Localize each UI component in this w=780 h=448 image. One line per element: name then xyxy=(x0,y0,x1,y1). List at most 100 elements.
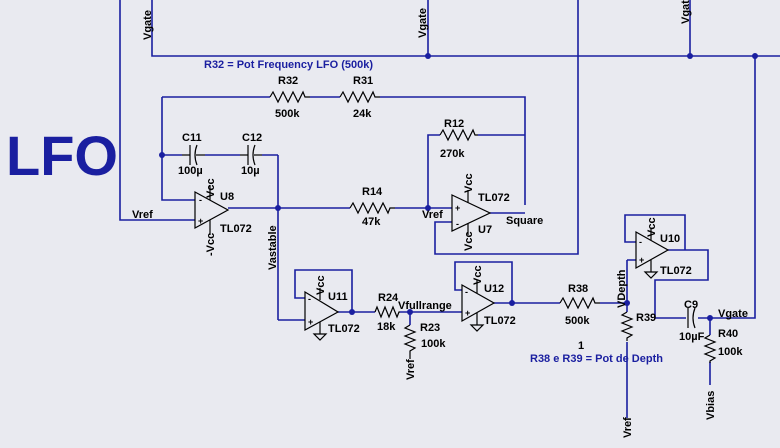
u7-model: TL072 xyxy=(478,192,510,204)
net-vgate-c9: Vgate xyxy=(718,308,748,320)
net-vgate-2: Vgate xyxy=(417,8,429,38)
resistor-r32 xyxy=(269,90,310,104)
resistor-r24 xyxy=(374,305,400,319)
r40-name: R40 xyxy=(718,328,738,340)
u7-name: U7 xyxy=(478,224,492,236)
r31-name: R31 xyxy=(353,75,373,87)
svg-text:+: + xyxy=(639,255,644,265)
wire-u7-loop xyxy=(434,0,579,255)
wire-vgate-down xyxy=(710,56,756,319)
u10-name: U10 xyxy=(660,233,680,245)
svg-text:+: + xyxy=(198,216,203,226)
net-vref-u8: Vref xyxy=(132,209,153,221)
opamps: - + + - - + - + xyxy=(194,185,670,341)
r14-name: R14 xyxy=(362,186,383,198)
r31-value: 24k xyxy=(353,108,372,120)
svg-text:+: + xyxy=(465,308,470,318)
resistor-r31 xyxy=(339,90,380,104)
net-vbias: Vbias xyxy=(705,391,717,420)
opamp-u7: + - xyxy=(451,190,492,235)
u12-model: TL072 xyxy=(484,315,516,327)
r24-value: 18k xyxy=(377,321,396,333)
resistor-r14 xyxy=(349,201,395,215)
svg-text:+: + xyxy=(308,317,313,327)
net-vref-r23: Vref xyxy=(405,359,417,380)
resistor-r39 xyxy=(620,311,634,341)
u8-neg-vcc: -Vcc xyxy=(205,233,217,256)
wire-u11-fb xyxy=(294,269,353,312)
svg-text:-: - xyxy=(639,237,642,247)
r23-name: R23 xyxy=(420,322,440,334)
wire-vref-left xyxy=(119,0,195,221)
u10-model: TL072 xyxy=(660,265,692,277)
wire-u10 xyxy=(624,214,686,261)
r12-value: 270k xyxy=(440,148,465,160)
u7-vcc-lower: Vcc xyxy=(463,231,475,251)
svg-text:-: - xyxy=(308,294,311,304)
svg-text:-: - xyxy=(199,195,202,205)
r38-name: R38 xyxy=(568,283,588,295)
net-square: Square xyxy=(506,215,543,227)
u7-vcc: Vcc xyxy=(463,173,475,193)
opamp-u8: - + xyxy=(194,185,230,235)
u10-vcc: Vcc xyxy=(646,217,658,237)
opamp-u12: - + xyxy=(461,280,496,332)
capacitor-c12 xyxy=(240,144,262,166)
r40-value: 100k xyxy=(718,346,743,358)
resistors xyxy=(269,90,717,363)
r23-value: 100k xyxy=(421,338,446,350)
r39-name: R39 xyxy=(636,312,656,324)
wire-u12-fb xyxy=(454,261,513,303)
r14-value: 47k xyxy=(362,216,381,228)
wire-r12 xyxy=(427,134,525,208)
wires xyxy=(119,0,780,418)
net-vdepth: VDepth xyxy=(616,269,628,308)
wire-vgate-bus xyxy=(151,0,780,57)
resistor-r12 xyxy=(439,128,478,142)
capacitor-c9 xyxy=(687,307,696,329)
svg-text:+: + xyxy=(455,203,460,213)
u11-name: U11 xyxy=(328,291,348,303)
r32-name: R32 xyxy=(278,75,298,87)
net-vgate-3: Vgate xyxy=(680,0,692,24)
junctions xyxy=(159,53,758,321)
u8-model: TL072 xyxy=(220,223,252,235)
u11-vcc: Vcc xyxy=(315,275,327,295)
c12-value: 10µ xyxy=(241,165,260,177)
net-vref-r39: Vref xyxy=(622,417,634,438)
u12-vcc: Vcc xyxy=(472,265,484,285)
r12-name: R12 xyxy=(444,118,464,130)
net-vgate-1: Vgate xyxy=(142,10,154,40)
opamp-u10: - + xyxy=(635,228,670,279)
svg-text:-: - xyxy=(465,287,468,297)
resistor-r40 xyxy=(703,334,717,363)
svg-text:-: - xyxy=(456,219,459,229)
wire-u10-out xyxy=(654,249,710,319)
c12-name: C12 xyxy=(242,132,262,144)
page-title: LFO xyxy=(6,124,118,187)
c9-name: C9 xyxy=(684,299,698,311)
r38-value: 500k xyxy=(565,315,590,327)
c9-value: 10µF xyxy=(679,331,705,343)
u8-vcc: Vcc xyxy=(205,178,217,198)
c11-value: 100µ xyxy=(178,165,203,177)
wire-feedback-left xyxy=(161,97,195,201)
resistor-r38 xyxy=(559,296,600,310)
r32-value: 500k xyxy=(275,108,300,120)
capacitor-c11 xyxy=(182,144,205,166)
u12-name: U12 xyxy=(484,283,504,295)
resistor-r23 xyxy=(403,324,417,359)
opamp-u11: - + xyxy=(304,288,340,341)
r24-name: R24 xyxy=(378,292,399,304)
net-vref-u7: Vref xyxy=(422,209,443,221)
c11-name: C11 xyxy=(182,132,202,144)
u11-model: TL072 xyxy=(328,323,360,335)
capacitors xyxy=(182,144,696,329)
note-r32: R32 = Pot Frequency LFO (500k) xyxy=(204,59,373,71)
u8-name: U8 xyxy=(220,191,234,203)
wire-r32-r31 xyxy=(162,96,526,205)
note-pot-depth: R38 e R39 = Pot de Depth xyxy=(530,353,663,365)
pot-index: 1 xyxy=(578,340,584,352)
net-vfullrange: Vfullrange xyxy=(398,300,452,312)
